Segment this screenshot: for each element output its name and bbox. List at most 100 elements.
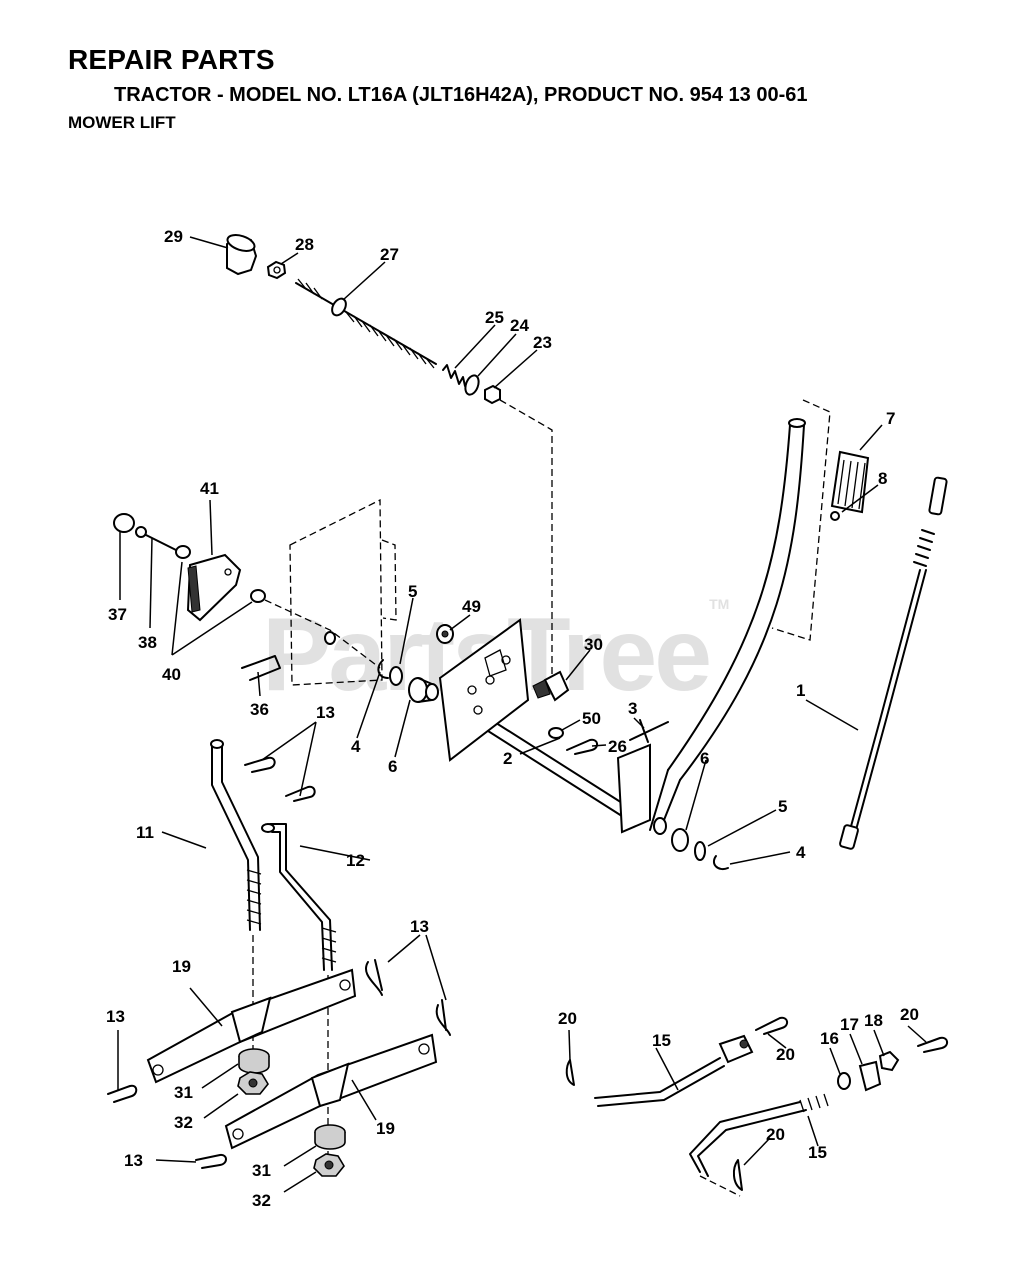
part-18-nut[interactable] — [878, 1050, 900, 1072]
part-40-washer-upper[interactable] — [175, 545, 191, 559]
callout-13-middle: 13 — [410, 917, 429, 936]
callout-13-left: 13 — [106, 1007, 125, 1026]
part-15-link-upper[interactable] — [594, 1034, 754, 1107]
model-subtitle: TRACTOR - MODEL NO. LT16A (JLT16H42A), P… — [114, 84, 808, 106]
callout-30: 30 — [584, 635, 603, 654]
callout-23: 23 — [533, 333, 552, 352]
part-12-lift-link[interactable] — [261, 823, 337, 971]
callout-27: 27 — [380, 245, 399, 264]
part-19-lift-arm-lower[interactable] — [224, 1033, 438, 1150]
part-3-pin[interactable] — [639, 719, 649, 743]
callout-26: 26 — [608, 737, 627, 756]
callout-4-left: 4 — [351, 737, 361, 756]
part-37-cap[interactable] — [113, 513, 135, 533]
callout-11: 11 — [136, 823, 154, 842]
callout-31-lower: 31 — [252, 1161, 271, 1180]
watermark-trademark: TM — [709, 596, 730, 612]
callout-8: 8 — [878, 469, 887, 488]
frame-hole — [324, 631, 336, 645]
part-41-lift-plate[interactable] — [186, 553, 242, 622]
link-guide-lower — [699, 1175, 741, 1197]
callout-41: 41 — [200, 479, 219, 498]
callout-15-upper: 15 — [652, 1031, 671, 1050]
part-27-threaded-rod[interactable] — [295, 278, 437, 369]
part-31-bushing-upper[interactable] — [238, 1048, 270, 1074]
leader-lines — [117, 236, 927, 1193]
section-title: MOWER LIFT — [68, 113, 176, 132]
part-32-nut-upper[interactable] — [237, 1071, 269, 1095]
callout-15-lower: 15 — [808, 1143, 827, 1162]
part-17-swivel[interactable] — [858, 1060, 882, 1092]
part-36-clip[interactable] — [241, 655, 281, 681]
part-5-washer-right[interactable] — [694, 841, 706, 861]
lift-handle[interactable] — [649, 418, 806, 831]
part-1-lift-rod[interactable] — [839, 476, 948, 850]
callout-32-upper: 32 — [174, 1113, 193, 1132]
callout-7: 7 — [886, 409, 895, 428]
callout-3: 3 — [628, 699, 637, 718]
part-40-washer-lower[interactable] — [250, 589, 266, 603]
grip-guide-line — [771, 399, 831, 641]
part-30-swivel[interactable] — [532, 670, 570, 702]
bolt-guide-line — [264, 599, 381, 669]
callout-4-right: 4 — [796, 843, 806, 862]
part-4-retainer-right[interactable] — [712, 855, 729, 870]
callout-25: 25 — [485, 308, 504, 327]
part-23-nut[interactable] — [484, 384, 501, 405]
part-11-lift-link[interactable] — [210, 739, 262, 931]
callout-36: 36 — [250, 700, 269, 719]
part-8-clip[interactable] — [830, 511, 840, 521]
callout-40: 40 — [162, 665, 181, 684]
part-13-hairpin-clips-lower[interactable] — [107, 959, 451, 1169]
callout-31-upper: 31 — [174, 1083, 193, 1102]
part-49-washer[interactable] — [436, 624, 454, 644]
callout-5-left: 5 — [408, 582, 417, 601]
callout-20-lower: 20 — [766, 1125, 785, 1144]
part-6-bushing-left[interactable] — [408, 677, 439, 703]
callout-2: 2 — [503, 749, 512, 768]
callout-24: 24 — [510, 316, 529, 335]
callout-29: 29 — [164, 227, 183, 246]
callout-50: 50 — [582, 709, 601, 728]
callout-28: 28 — [295, 235, 314, 254]
part-4-retainer-left[interactable] — [377, 659, 389, 679]
part-15-link-lower[interactable] — [689, 1093, 829, 1177]
part-13-hairpin-clips-upper[interactable] — [244, 756, 316, 802]
part-25-spring[interactable] — [442, 364, 466, 387]
part-2-lift-shaft[interactable] — [438, 618, 669, 834]
callout-32-lower: 32 — [252, 1191, 271, 1210]
rod-guide-line — [499, 399, 553, 680]
callout-17: 17 — [840, 1015, 859, 1034]
callout-49: 49 — [462, 597, 481, 616]
callout-13-upper: 13 — [316, 703, 335, 722]
callout-19-upper: 19 — [172, 957, 191, 976]
callout-12: 12 — [346, 851, 365, 870]
part-16-washer[interactable] — [837, 1072, 851, 1090]
part-24-washer[interactable] — [463, 374, 481, 397]
callout-labels: 29 28 27 25 24 23 7 8 41 37 38 40 5 49 3… — [106, 227, 919, 1210]
callout-38: 38 — [138, 633, 157, 652]
part-20-clips[interactable] — [565, 1016, 948, 1191]
part-5-washer-left[interactable] — [389, 666, 403, 686]
callout-20-right: 20 — [900, 1005, 919, 1024]
callout-37: 37 — [108, 605, 127, 624]
callout-19-lower: 19 — [376, 1119, 395, 1138]
part-32-nut-lower[interactable] — [313, 1153, 345, 1177]
callout-20-left: 20 — [558, 1009, 577, 1028]
part-28-nut[interactable] — [266, 260, 287, 280]
part-38-bolt[interactable] — [135, 526, 181, 553]
part-50-washer[interactable] — [548, 727, 564, 739]
callout-18: 18 — [864, 1011, 883, 1030]
part-26-cotter-pin[interactable] — [566, 738, 598, 755]
part-7-grip[interactable] — [830, 450, 870, 514]
part-6-bushing-right[interactable] — [653, 817, 689, 852]
callout-6-right: 6 — [700, 749, 709, 768]
part-29-knob[interactable] — [226, 232, 258, 276]
callout-13-lower: 13 — [124, 1151, 143, 1170]
callout-20-middle: 20 — [776, 1045, 795, 1064]
part-19-lift-arm-upper[interactable] — [146, 968, 357, 1084]
part-31-bushing-lower[interactable] — [314, 1124, 346, 1150]
callout-16: 16 — [820, 1029, 839, 1048]
callout-5-right: 5 — [778, 797, 787, 816]
